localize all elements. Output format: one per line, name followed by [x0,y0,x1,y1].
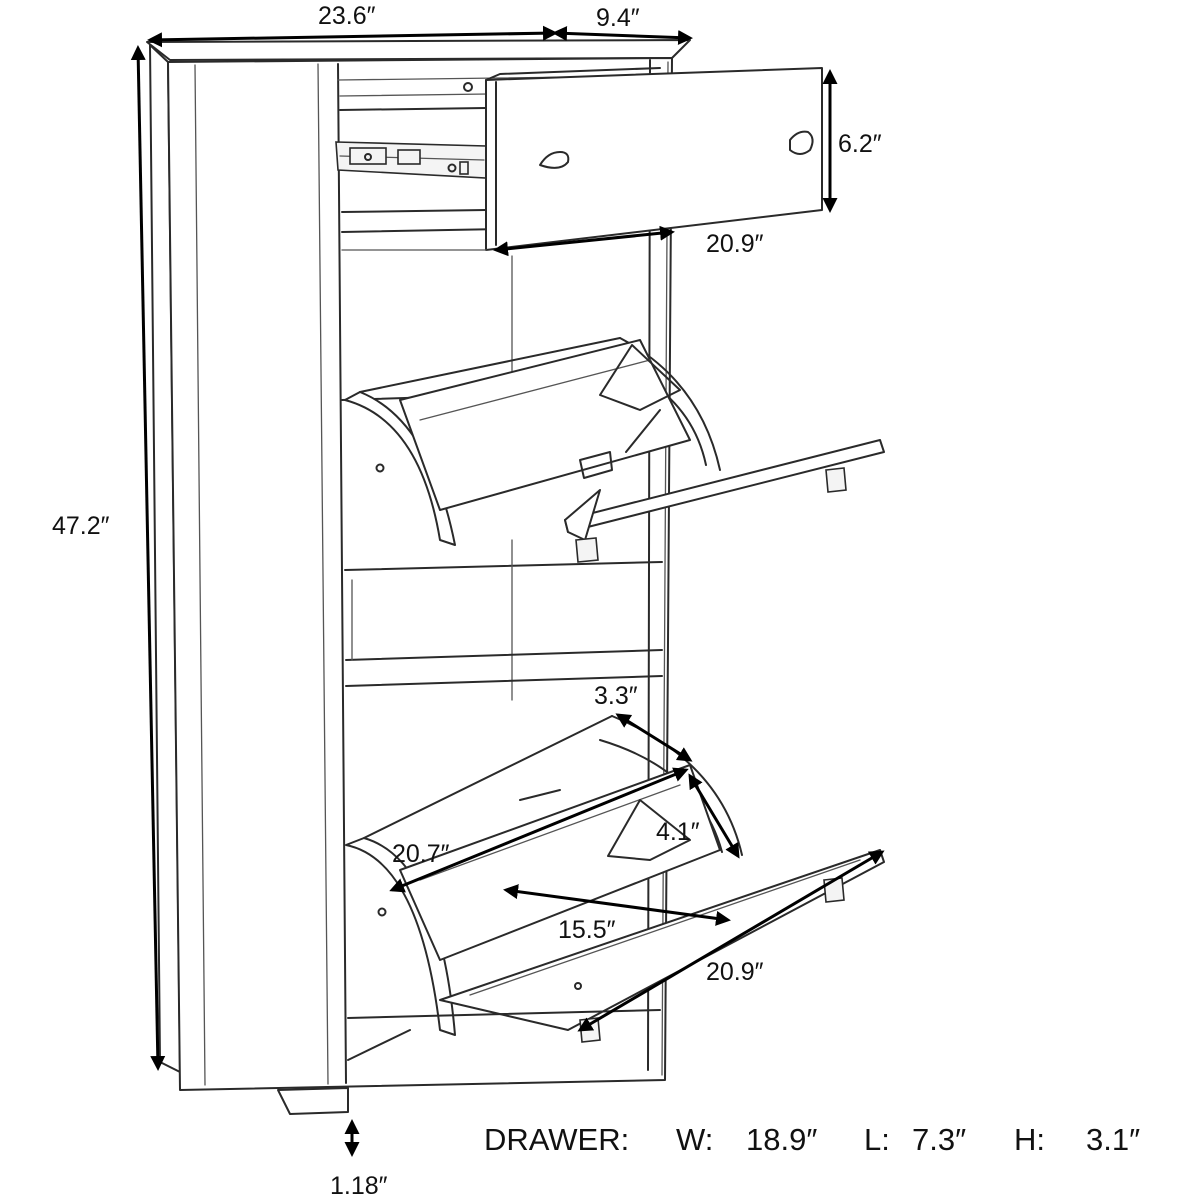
dim-flap-depth-label: 3.3″ [594,682,638,710]
dimension-lines [130,25,885,1157]
dim-depth-label: 9.4″ [596,4,640,32]
drawer-slide-rail [335,141,487,179]
drawer-spec: DRAWER: W: 18.9″ L: 7.3″ H: 3.1″ [484,1122,1140,1157]
drawer-spec-w-value: 18.9″ [746,1122,817,1157]
drawer-spec-l-value: 7.3″ [912,1122,966,1157]
dim-foot-height-label: 1.18″ [330,1172,388,1200]
drawer-spec-w-label: W: [676,1122,713,1157]
top-drawer [485,67,823,251]
dimension-labels: 23.6″ 9.4″ 47.2″ 6.2″ 20.9″ 3.3″ 4.1″ 20… [52,2,882,1200]
drawer-handle-right [789,130,814,155]
upper-flap-compartment [344,337,885,563]
cabinet-top [146,39,691,61]
drawer-spec-h-value: 3.1″ [1086,1122,1140,1157]
drawer-handle-left [539,151,570,169]
dim-compartment-width-label: 20.7″ [392,840,450,868]
dim-flap-width-label: 20.9″ [706,958,764,986]
dim-drawer-width-label: 20.9″ [706,230,764,258]
dim-width-label: 23.6″ [318,2,376,30]
dim-height-label: 47.2″ [52,512,110,540]
dim-drawer-height-label: 6.2″ [838,130,882,158]
dim-flap-inner-width-label: 15.5″ [558,916,616,944]
drawer-spec-l-label: L: [864,1122,890,1157]
dim-hinge-depth-label: 4.1″ [656,818,700,846]
drawer-spec-title: DRAWER: [484,1122,629,1157]
cabinet-foot [277,1087,349,1115]
drawer-spec-h-label: H: [1014,1122,1045,1157]
cabinet-drawing [146,39,885,1115]
